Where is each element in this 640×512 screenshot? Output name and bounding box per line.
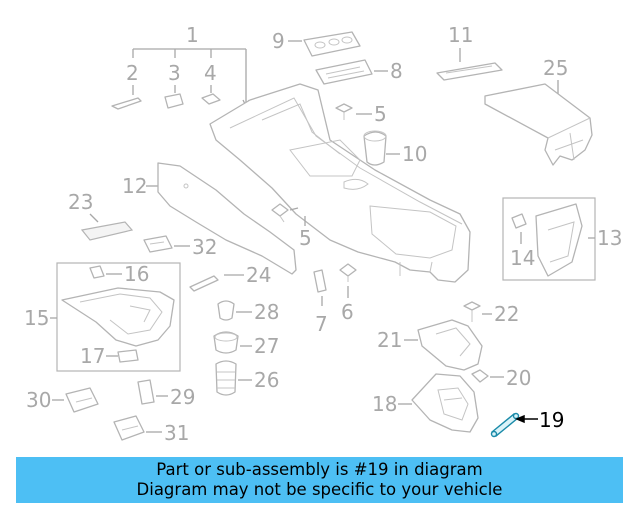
part-3 <box>164 93 184 109</box>
box-15 <box>56 262 181 372</box>
callout-14: 14 <box>510 246 535 270</box>
info-banner: Part or sub-assembly is #19 in diagram D… <box>16 457 623 503</box>
part-23 <box>80 221 134 241</box>
callout-19[interactable]: 19 <box>539 408 564 432</box>
callout-15: 15 <box>24 306 49 330</box>
callout-5a: 5 <box>374 102 387 126</box>
callout-25: 25 <box>543 56 568 80</box>
part-12 <box>157 162 297 275</box>
part-32 <box>143 235 173 253</box>
callout-1: 1 <box>186 23 199 47</box>
callout-20: 20 <box>506 366 531 390</box>
part-25 <box>484 83 593 166</box>
callout-27: 27 <box>254 334 279 358</box>
part-7 <box>313 269 327 293</box>
part-27 <box>213 331 239 354</box>
part-20 <box>471 369 489 383</box>
highlighted-part-19[interactable]: 19 <box>490 408 565 438</box>
callout-32: 32 <box>192 235 217 259</box>
callout-10: 10 <box>402 142 427 166</box>
callout-22: 22 <box>494 302 519 326</box>
callout-3: 3 <box>168 61 181 85</box>
part-9 <box>303 31 361 57</box>
part-10 <box>363 131 387 166</box>
callout-4: 4 <box>204 61 217 85</box>
callout-6: 6 <box>341 300 354 324</box>
part-26 <box>215 360 237 396</box>
callout-16: 16 <box>124 262 149 286</box>
callout-18: 18 <box>372 392 397 416</box>
part-2 <box>111 97 142 110</box>
part-8 <box>315 59 373 85</box>
part-13 <box>535 203 583 277</box>
part-28 <box>217 300 235 321</box>
box-13 <box>502 197 596 281</box>
part-14 <box>511 213 527 229</box>
callout-21: 21 <box>377 328 402 352</box>
callout-13: 13 <box>597 226 622 250</box>
banner-line-2: Diagram may not be specific to your vehi… <box>136 480 503 499</box>
callout-5b: 5 <box>299 226 312 250</box>
callout-24: 24 <box>246 263 271 287</box>
callout-29: 29 <box>170 385 195 409</box>
callout-28: 28 <box>254 300 279 324</box>
callout-8: 8 <box>390 59 403 83</box>
part-22 <box>463 301 481 311</box>
part-18 <box>411 373 479 433</box>
banner-line-1: Part or sub-assembly is #19 in diagram <box>156 460 483 479</box>
part-1-console <box>209 83 471 283</box>
part-17 <box>117 349 139 363</box>
part-24 <box>189 275 219 292</box>
part-16 <box>89 265 105 279</box>
callout-11: 11 <box>448 23 473 47</box>
callout-7: 7 <box>315 312 328 336</box>
part-11 <box>436 62 503 81</box>
parts-diagram: 1 2 3 4 9 8 11 25 5 10 12 5 2 <box>24 23 622 445</box>
part-5-lower <box>271 203 289 217</box>
part-29 <box>137 379 155 405</box>
callout-12: 12 <box>122 174 147 198</box>
callout-group-1: 1 <box>132 23 250 108</box>
part-5-upper <box>335 103 353 113</box>
part-15-bezel <box>61 287 175 347</box>
callout-31: 31 <box>164 421 189 445</box>
callout-26: 26 <box>254 368 279 392</box>
callout-30: 30 <box>26 388 51 412</box>
part-21 <box>417 319 483 371</box>
callout-23: 23 <box>68 190 93 214</box>
callout-17: 17 <box>80 344 105 368</box>
callout-2: 2 <box>126 61 139 85</box>
part-6 <box>339 263 357 277</box>
part-4 <box>201 93 221 105</box>
callout-9: 9 <box>272 29 285 53</box>
